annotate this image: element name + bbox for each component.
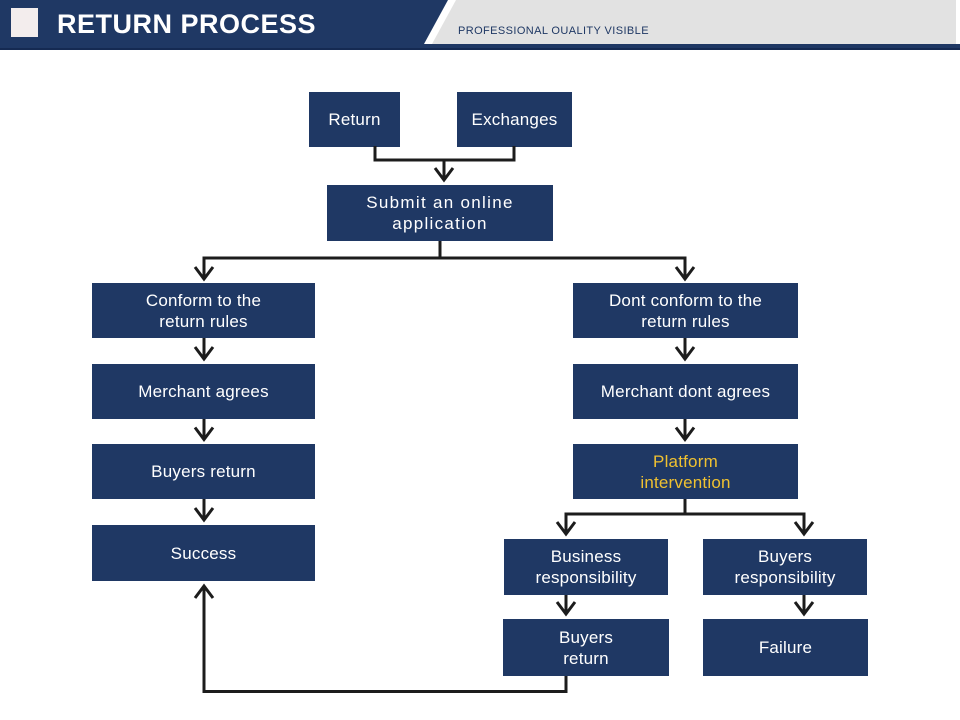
- node-business-responsibility: Business responsibility: [504, 539, 668, 595]
- header-bar: RETURN PROCESS PROFESSIONAL OUALITY VISI…: [0, 0, 960, 50]
- connector-split-platform: [564, 499, 806, 516]
- node-buyers-return: Buyers return: [92, 444, 315, 499]
- logo-square-icon: [11, 8, 38, 37]
- header-tagline: PROFESSIONAL OUALITY VISIBLE: [458, 25, 649, 37]
- node-conform-rules: Conform to the return rules: [92, 283, 315, 338]
- header-tab: [432, 0, 956, 44]
- node-return: Return: [309, 92, 400, 147]
- node-buyers-responsibility: Buyers responsibility: [703, 539, 867, 595]
- node-buyers-return-final: Buyers return: [503, 619, 669, 676]
- node-success: Success: [92, 525, 315, 581]
- node-submit-application: Submit an online application: [327, 185, 553, 241]
- node-merchant-dont-agrees: Merchant dont agrees: [573, 364, 798, 419]
- node-failure: Failure: [703, 619, 868, 676]
- page-title: RETURN PROCESS: [57, 9, 317, 39]
- node-exchanges: Exchanges: [457, 92, 572, 147]
- node-dont-conform-rules: Dont conform to the return rules: [573, 283, 798, 338]
- connector-split-submit: [202, 241, 687, 260]
- connector-merge-top: [373, 146, 516, 162]
- node-merchant-agrees: Merchant agrees: [92, 364, 315, 419]
- node-platform-intervention: Platform intervention: [573, 444, 798, 499]
